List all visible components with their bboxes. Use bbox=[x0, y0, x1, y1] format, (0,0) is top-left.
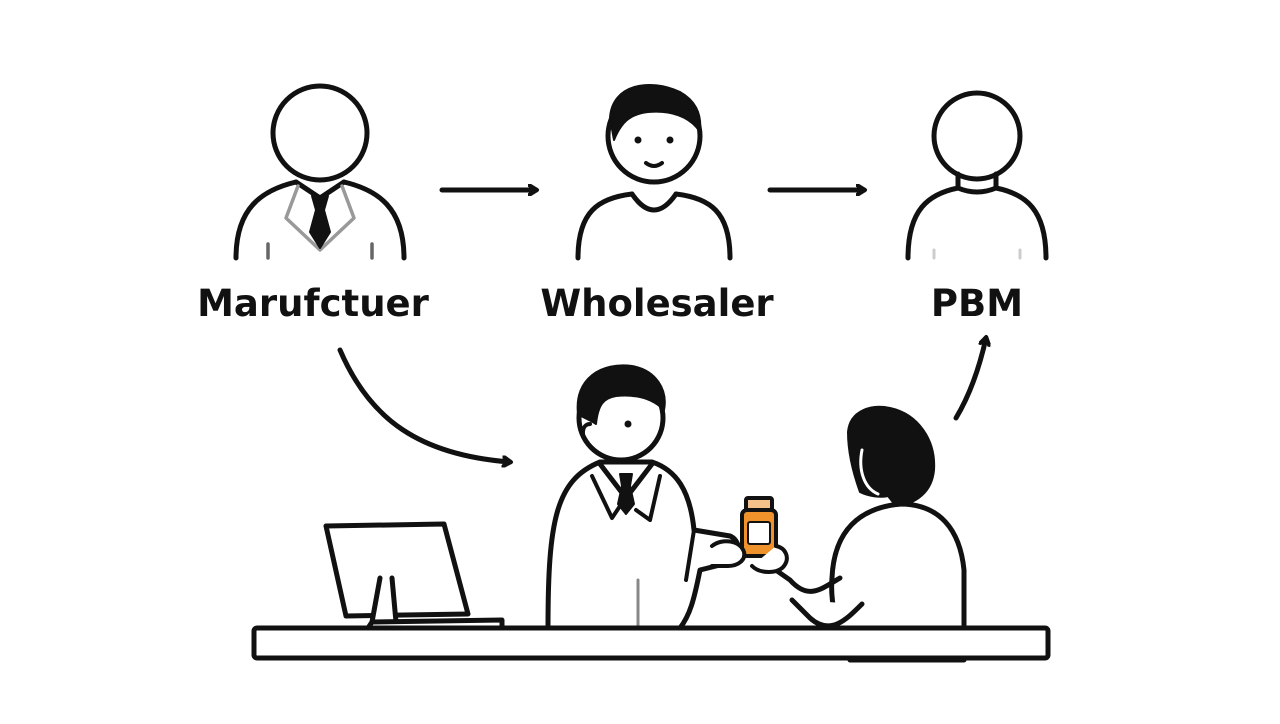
pbm-label: PBM bbox=[931, 282, 1023, 325]
patient-icon bbox=[767, 405, 967, 663]
arrow-manufacturer-to-pharmacist bbox=[337, 347, 510, 462]
pill-bottle-icon bbox=[740, 496, 778, 558]
wholesaler-label: Wholesaler bbox=[540, 282, 774, 325]
person-in-suit-icon bbox=[233, 83, 407, 261]
patient-hand bbox=[750, 544, 789, 574]
arrow-patient-to-pbm bbox=[953, 338, 986, 421]
pharmacy-counter bbox=[251, 625, 1051, 661]
computer-monitor-icon bbox=[323, 521, 505, 631]
pharmacist-icon bbox=[545, 364, 741, 631]
person-outline-icon bbox=[905, 90, 1049, 261]
manufacturer-label: Marufctuer bbox=[197, 282, 430, 325]
person-icon bbox=[575, 84, 733, 261]
pharmacist-hand bbox=[710, 539, 747, 568]
